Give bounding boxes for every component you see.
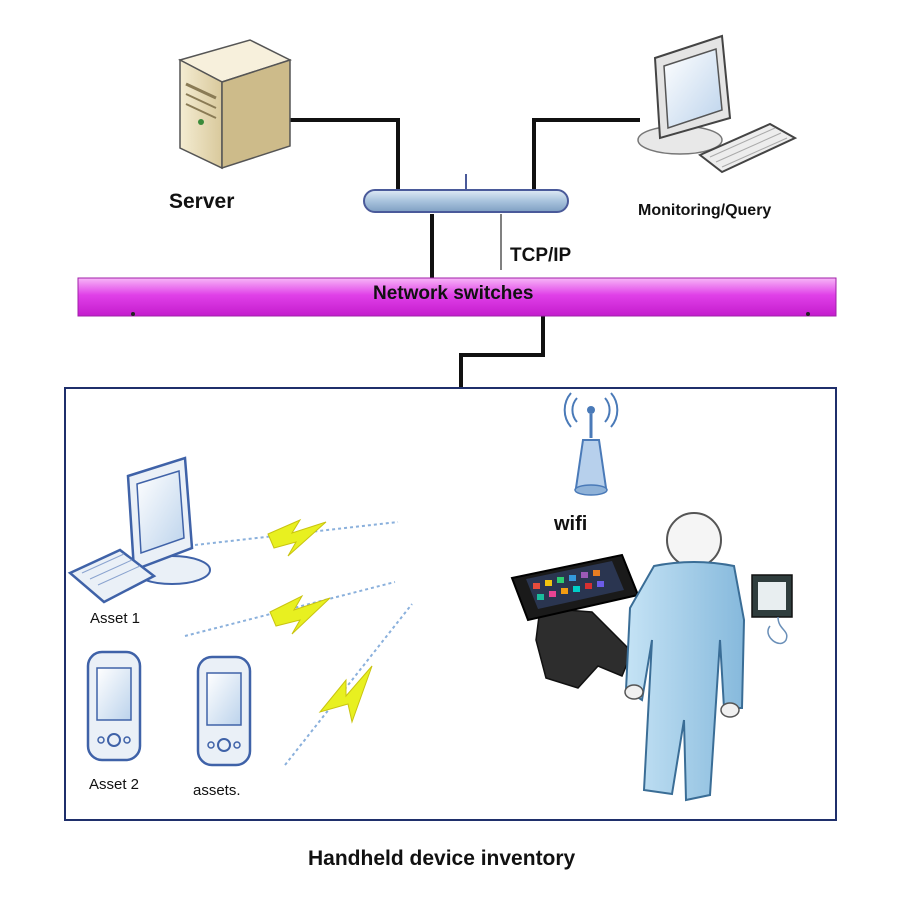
monitor-icon [637, 34, 732, 155]
pda-icon [86, 650, 142, 762]
asset1-computer-icon [67, 456, 211, 604]
network-switch-bar [77, 277, 837, 317]
assets-label: assets. [193, 782, 241, 799]
protocol-label: TCP/IP [510, 245, 572, 266]
server-cable [290, 118, 400, 192]
cables [290, 118, 640, 388]
server-icon [177, 39, 292, 170]
monitoring-query-label: Monitoring/Query [638, 202, 772, 219]
network-switches-label: Network switches [373, 283, 534, 304]
asset2-label: Asset 2 [89, 776, 140, 793]
monitor-cable [532, 118, 640, 192]
handheld-scanner-icon [510, 553, 640, 689]
keyboard-icon [698, 122, 798, 174]
lightning-icon [318, 665, 373, 724]
asset1-label: Asset 1 [90, 610, 141, 627]
inventory-frame [64, 387, 837, 821]
lightning-icon [267, 518, 327, 557]
server-label: Server [169, 190, 235, 213]
switch-to-inventory-cable [459, 316, 545, 388]
wifi-label: wifi [554, 513, 588, 535]
diagram-caption: Handheld device inventory [308, 847, 576, 870]
pda-icon [196, 655, 252, 767]
person-icon [624, 512, 746, 802]
lightning-icon [269, 594, 331, 635]
wireless-signals [184, 518, 413, 766]
hub-icon [363, 189, 569, 213]
wall-terminal-icon [751, 574, 793, 645]
wifi-antenna-icon [563, 392, 619, 496]
